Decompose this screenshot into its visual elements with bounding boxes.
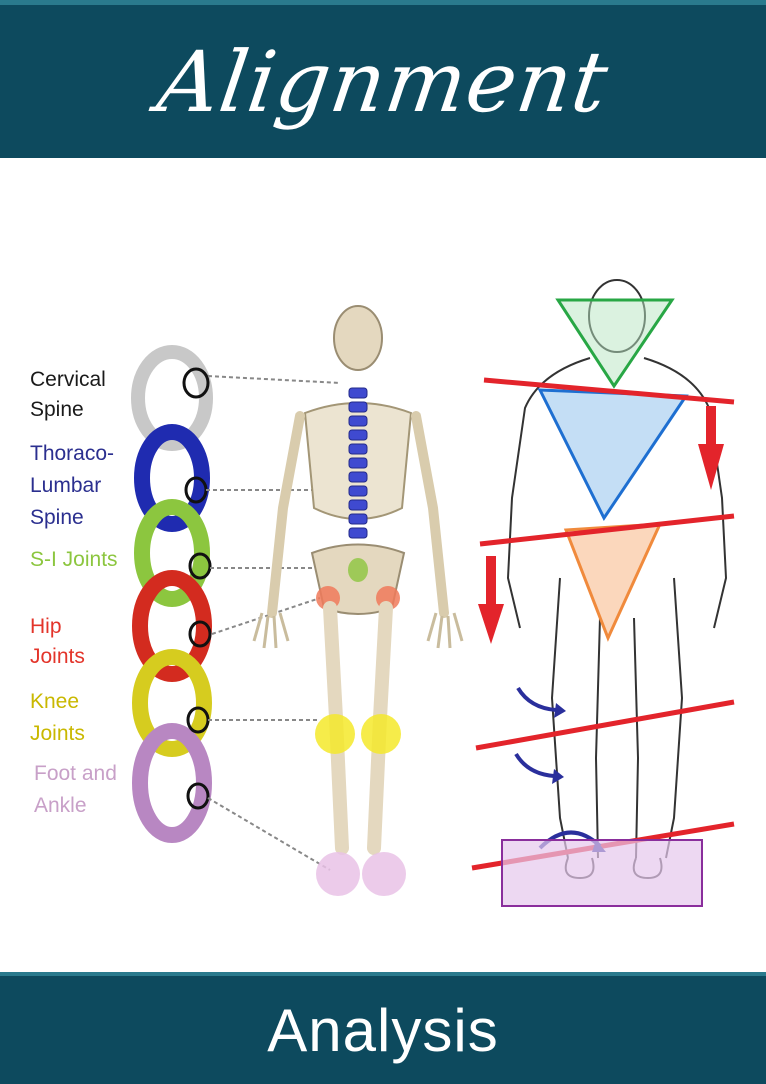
- label-cervical-2: Spine: [30, 398, 84, 421]
- blue-triangle: [540, 390, 686, 518]
- alignment-figure: Cervical Spine Thoraco- Lumbar Spine S-I…: [0, 158, 766, 972]
- label-cervical-1: Cervical: [30, 368, 106, 391]
- chain-labels: Cervical Spine Thoraco- Lumbar Spine S-I…: [30, 368, 118, 817]
- alignment-diagram: Cervical Spine Thoraco- Lumbar Spine S-I…: [0, 158, 766, 972]
- label-foot-1: Foot and: [34, 762, 117, 785]
- label-foot-2: Ankle: [34, 794, 87, 817]
- page-title: Alignment: [152, 33, 614, 131]
- label-knee-2: Joints: [30, 722, 85, 745]
- label-knee-1: Knee: [30, 690, 79, 713]
- purple-base-box: [502, 840, 702, 906]
- header-banner: Alignment: [0, 0, 766, 158]
- page-subtitle: Analysis: [267, 996, 498, 1065]
- green-triangle: [558, 300, 672, 386]
- label-hip-2: Joints: [30, 645, 85, 668]
- label-hip-1: Hip: [30, 615, 62, 638]
- footer-banner: Analysis: [0, 972, 766, 1084]
- orange-triangle: [566, 524, 660, 638]
- label-thoraco-2: Lumbar: [30, 474, 101, 497]
- label-si-joints: S-I Joints: [30, 548, 118, 571]
- skeleton: [254, 306, 462, 896]
- label-thoraco-3: Spine: [30, 506, 84, 529]
- kinetic-chain: [138, 352, 210, 835]
- label-thoraco-1: Thoraco-: [30, 442, 114, 465]
